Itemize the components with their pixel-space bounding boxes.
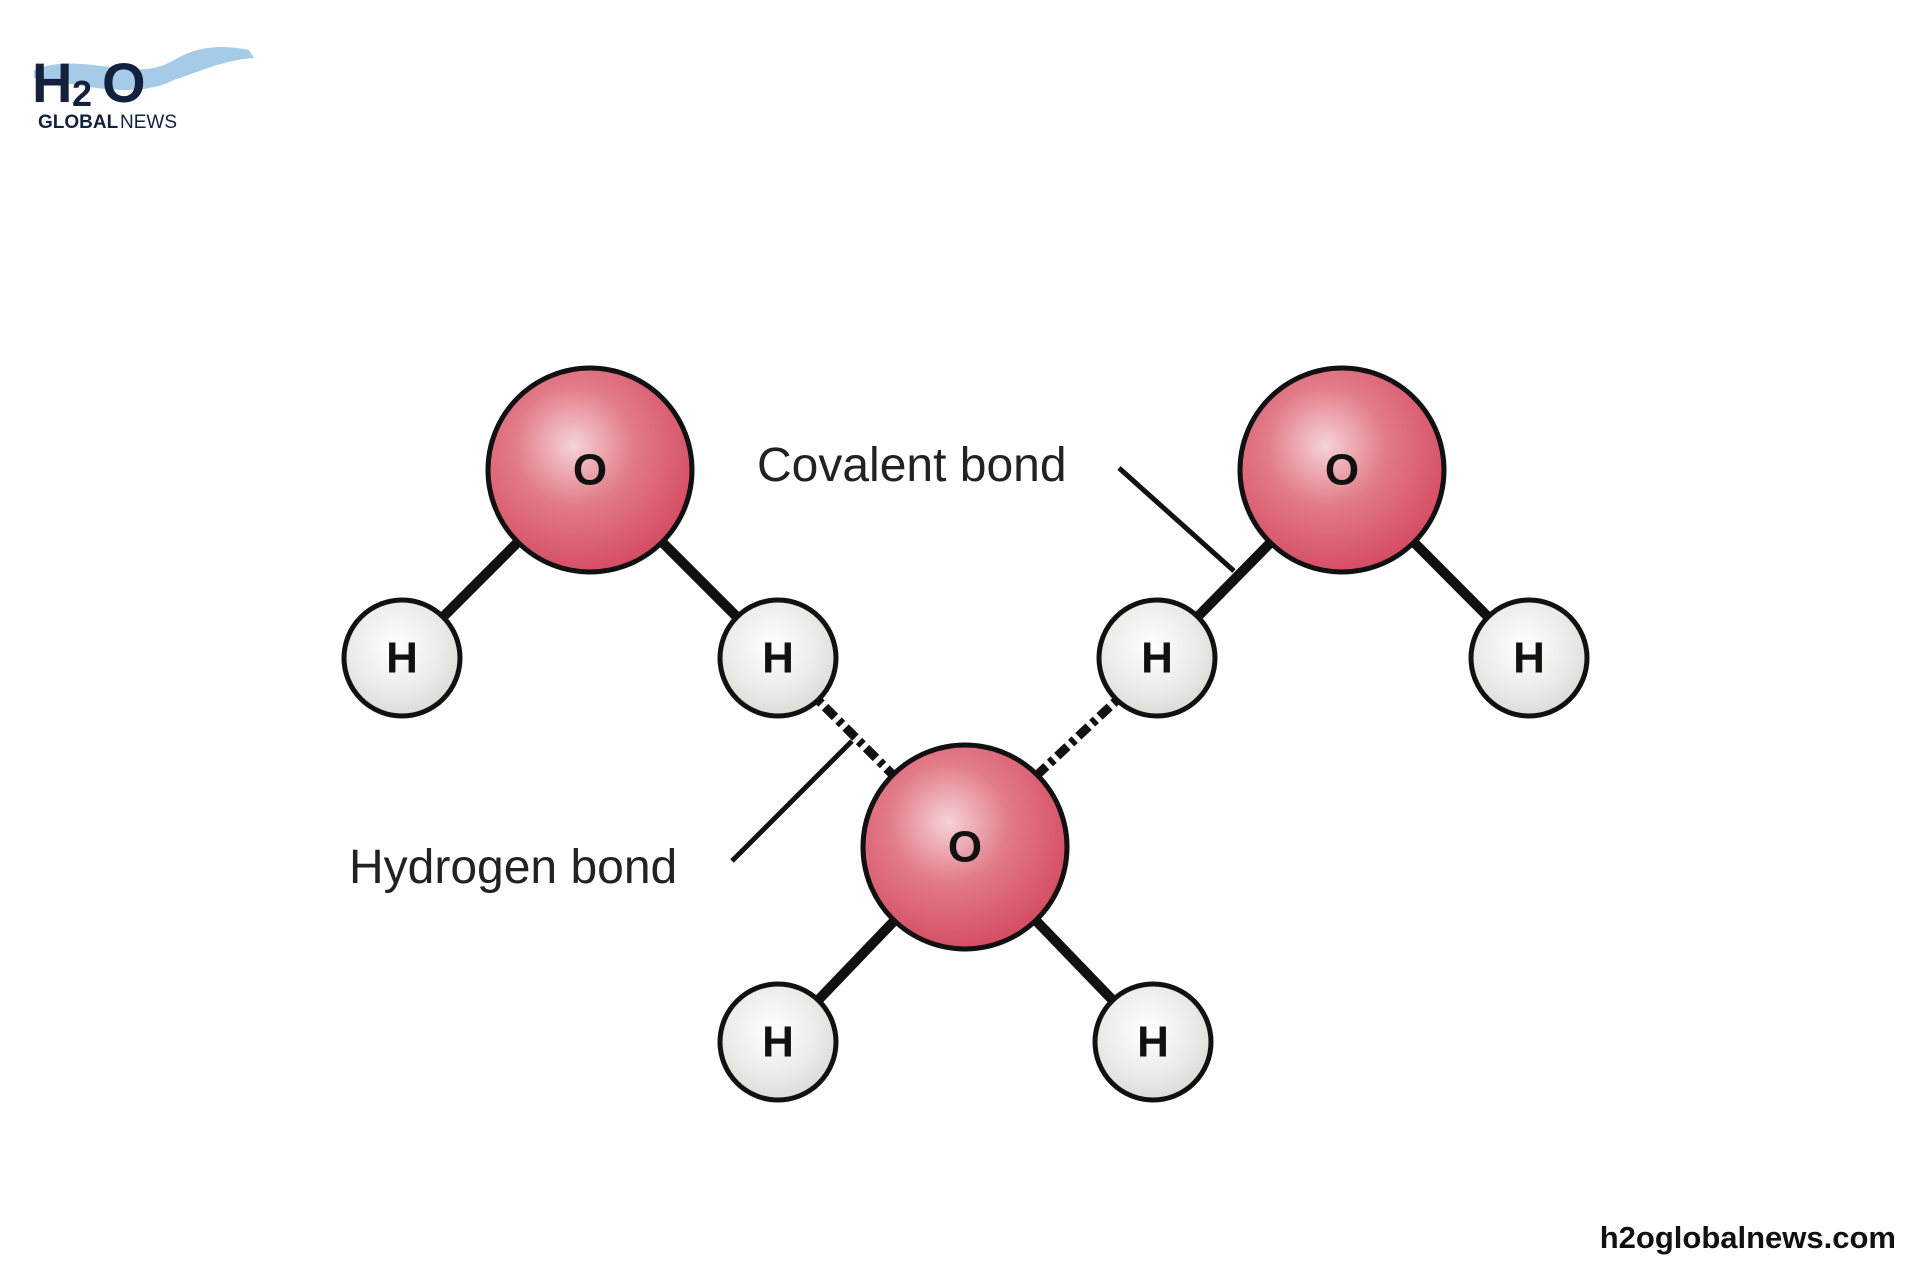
molecule-bottom: O H H <box>717 742 1214 1103</box>
hydrogen-atom <box>717 597 839 719</box>
covalent-bond-label: Covalent bond <box>757 439 1067 492</box>
hydrogen-bond <box>1031 696 1121 781</box>
svg-text:2: 2 <box>72 73 92 114</box>
hydrogen-label: H <box>386 634 418 683</box>
molecule-right: O H H <box>1096 365 1590 719</box>
oxygen-atom <box>485 365 695 575</box>
svg-text:O: O <box>102 51 146 114</box>
covalent-pointer-line <box>1117 466 1236 573</box>
oxygen-label: O <box>573 446 607 495</box>
hydrogen-label: H <box>762 1018 794 1067</box>
hydrogen-atom <box>717 981 839 1103</box>
hydrogen-bonds <box>814 696 1121 781</box>
hydrogen-label: H <box>1513 634 1545 683</box>
hydrogen-label: H <box>1137 1018 1169 1067</box>
website-watermark: h2oglobalnews.com <box>1599 1220 1896 1255</box>
hydrogen-bond-pointer-line <box>730 739 854 863</box>
hydrogen-label: H <box>1141 634 1173 683</box>
oxygen-label: O <box>948 823 982 872</box>
molecule-left: O H H <box>341 365 839 719</box>
hydrogen-bond-label: Hydrogen bond <box>349 841 677 894</box>
hydrogen-bond <box>814 696 899 781</box>
hydrogen-atom <box>1096 597 1218 719</box>
hydrogen-label: H <box>762 634 794 683</box>
svg-text:NEWS: NEWS <box>120 112 177 133</box>
hydrogen-atom <box>341 597 463 719</box>
svg-text:H: H <box>32 51 72 114</box>
h2o-global-news-logo: H 2 O GLOBAL NEWS <box>24 30 274 135</box>
logo-graphic: H 2 O GLOBAL NEWS <box>32 47 254 133</box>
hydrogen-atom <box>1468 597 1590 719</box>
svg-text:GLOBAL: GLOBAL <box>38 112 119 133</box>
hydrogen-atom <box>1092 981 1214 1103</box>
oxygen-atom <box>1237 365 1447 575</box>
oxygen-label: O <box>1325 446 1359 495</box>
label-pointers <box>730 466 1236 863</box>
oxygen-atom <box>860 742 1070 952</box>
